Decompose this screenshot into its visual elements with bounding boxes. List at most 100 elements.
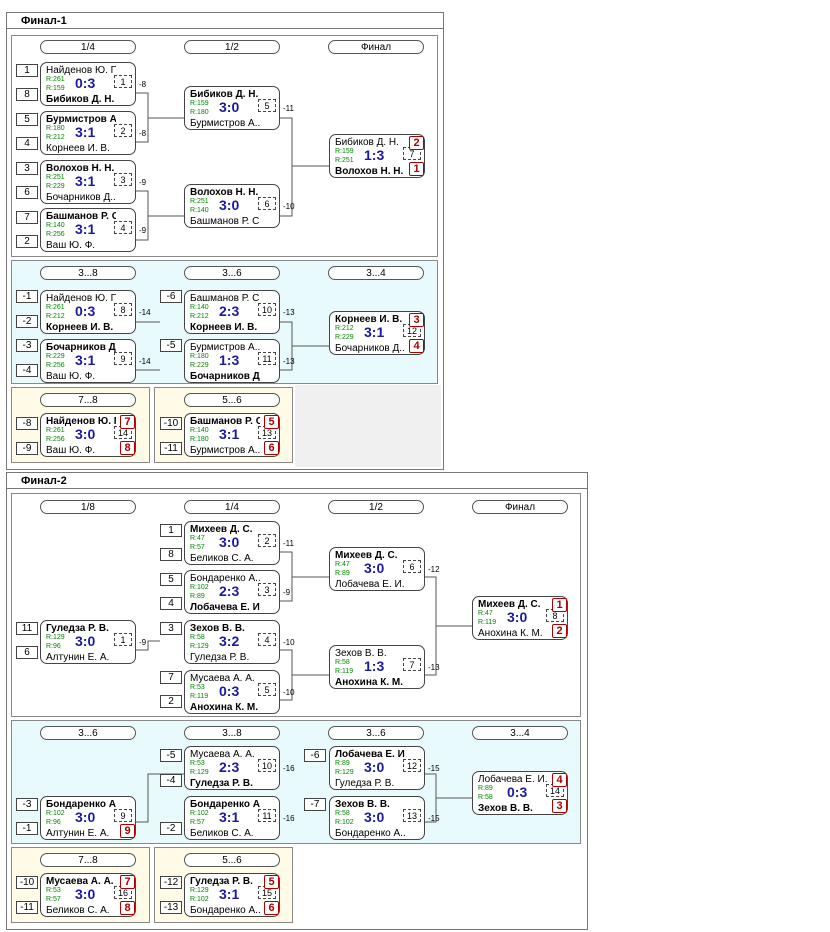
final2-round-label: 1/2 (328, 500, 424, 514)
player2-name: Бочарников Д.... (335, 343, 405, 354)
place-badge: 9 (120, 824, 135, 838)
player1-name: Михеев Д. С. (335, 550, 398, 561)
player2-rating: R:229 (46, 183, 65, 190)
player1-name: Найденов Ю. П. (46, 65, 116, 76)
player2-rating: R:96 (46, 643, 61, 650)
final1-seed-box: 6 (16, 186, 38, 199)
match-score: 0:3 (75, 303, 96, 319)
place-badge: 7 (120, 875, 135, 889)
player1-rating: R:47 (478, 610, 493, 617)
loser-ref: -9 (139, 226, 147, 235)
match-score: 3:1 (75, 173, 96, 189)
match-score: 3:1 (219, 809, 240, 825)
final2-round-label: 1/4 (184, 500, 280, 514)
final2-seed-box: 2 (160, 695, 182, 708)
final2-seed-box: -4 (160, 774, 182, 787)
player2-rating: R:57 (190, 544, 205, 551)
final1-seed-box: 5 (16, 113, 38, 126)
player1-name: Лобачева Е. И. (335, 749, 405, 760)
loser-ref: -14 (139, 357, 151, 366)
player2-name: Анохина К. М. (190, 702, 258, 713)
player1-rating: R:229 (46, 353, 65, 360)
final1-seed-box: 4 (16, 137, 38, 150)
player2-name: Корнеев И. В. (46, 143, 110, 154)
final1-seed-box: 8 (16, 88, 38, 101)
player1-rating: R:102 (190, 584, 209, 591)
loser-ref: -12 (428, 565, 440, 574)
final2-round-label: 3...6 (328, 726, 424, 740)
match-number: 6 (258, 197, 276, 210)
loser-ref: -9 (283, 588, 291, 597)
player1-name: Гуледза Р. В. (46, 623, 109, 634)
match-score: 1:3 (219, 352, 240, 368)
final1-seed-box: 1 (16, 64, 38, 77)
loser-ref: -9 (139, 638, 147, 647)
final2-seed-box: 11 (16, 622, 38, 635)
player1-name: Михеев Д. С. (190, 524, 253, 535)
player1-name: Бурмистров А... (190, 342, 260, 353)
player1-rating: R:159 (335, 148, 354, 155)
match-score: 2:3 (219, 583, 240, 599)
match-number: 12 (403, 759, 421, 772)
player2-rating: R:58 (478, 794, 493, 801)
final2-seed-box: 5 (160, 573, 182, 586)
player1-rating: R:180 (46, 125, 65, 132)
loser-ref: -13 (283, 357, 295, 366)
player2-rating: R:229 (190, 362, 209, 369)
final1-seed-box: 3 (16, 162, 38, 175)
match-number: 4 (114, 221, 132, 234)
match-number: 3 (114, 173, 132, 186)
match-score: 3:1 (219, 886, 240, 902)
final2-seed-box: -5 (160, 749, 182, 762)
final2-round-label: 3...4 (472, 726, 568, 740)
player2-name: Бондаренко А... (190, 905, 260, 916)
match-score: 3:1 (75, 124, 96, 140)
player1-name: Бурмистров А... (46, 114, 116, 125)
place-badge: 4 (409, 339, 424, 353)
match-number: 14 (546, 784, 564, 797)
match-score: 3:0 (75, 809, 96, 825)
match-number: 9 (114, 809, 132, 822)
loser-ref: -15 (428, 764, 440, 773)
final2-seed-box: 4 (160, 597, 182, 610)
player2-name: Бурмистров А... (190, 118, 260, 129)
place-badge: 6 (264, 901, 279, 915)
player1-rating: R:58 (335, 659, 350, 666)
final2-seed-box: -11 (16, 901, 38, 914)
match-number: 9 (114, 352, 132, 365)
match-score: 1:3 (364, 658, 385, 674)
final1-seed-box: -6 (160, 290, 182, 303)
player1-name: Бочарников Д.... (46, 342, 116, 353)
player2-name: Корнеев И. В. (190, 322, 258, 333)
final1-round-label: 3...4 (328, 266, 424, 280)
final2-seed-box: -3 (16, 798, 38, 811)
player1-rating: R:102 (190, 810, 209, 817)
final2-seed-box: 3 (160, 622, 182, 635)
match-number: 1 (114, 75, 132, 88)
player1-rating: R:251 (46, 174, 65, 181)
player2-name: Лобачева Е. И. (335, 579, 405, 590)
match-score: 3:0 (364, 560, 385, 576)
player2-name: Бибиков Д. Н. (46, 94, 115, 105)
player2-rating: R:256 (46, 231, 65, 238)
final1-seed-box: -5 (160, 339, 182, 352)
player2-rating: R:57 (46, 896, 61, 903)
match-number: 2 (258, 534, 276, 547)
player2-rating: R:102 (190, 896, 209, 903)
player1-rating: R:53 (190, 760, 205, 767)
place-badge: 8 (120, 441, 135, 455)
player2-name: Беликов С. А. (190, 553, 254, 564)
place-badge: 3 (409, 313, 424, 327)
player1-rating: R:89 (478, 785, 493, 792)
player2-rating: R:89 (335, 570, 350, 577)
player1-rating: R:140 (190, 427, 209, 434)
empty-area (295, 385, 441, 467)
player1-name: Лобачева Е. И. (478, 774, 548, 785)
